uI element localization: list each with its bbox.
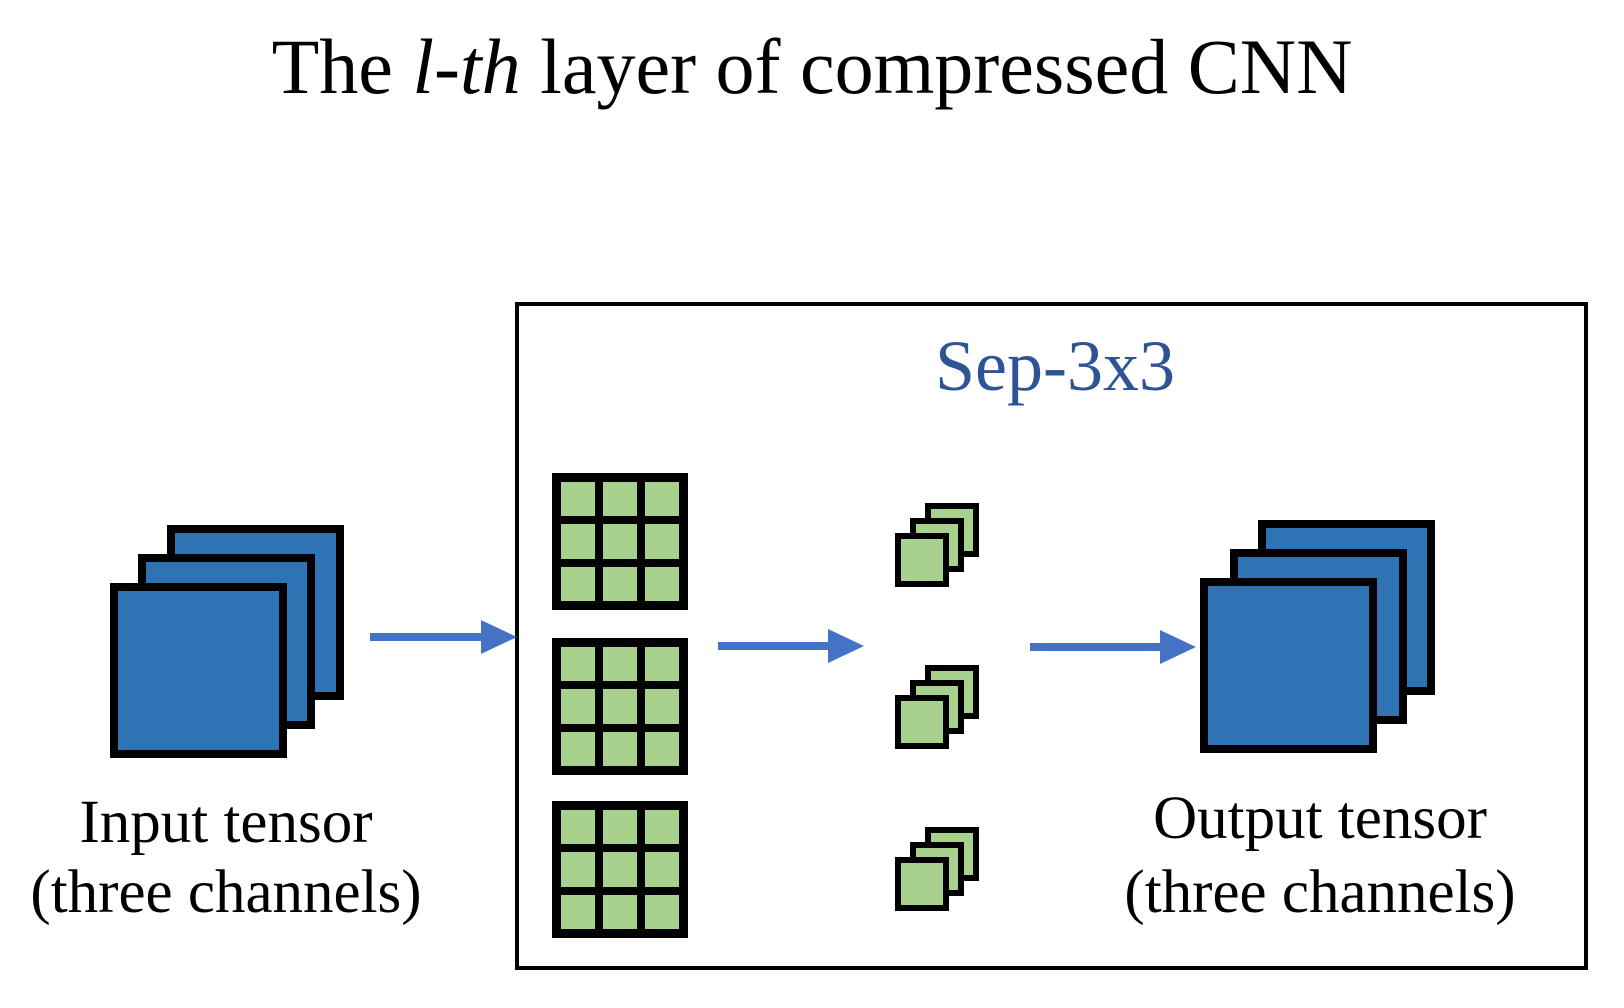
grid-cell: [561, 731, 595, 766]
grid-cell: [603, 852, 637, 887]
grid-cell: [645, 482, 679, 517]
grid-cell: [603, 647, 637, 682]
sep-3x3-label: Sep-3x3: [935, 326, 1175, 406]
grid-cell: [603, 566, 637, 601]
grid-cell: [645, 689, 679, 724]
output-tensor-label-line2: (three channels): [1124, 859, 1516, 926]
grid-cell: [645, 852, 679, 887]
grid-cell: [561, 566, 595, 601]
grid-cell: [645, 566, 679, 601]
grid-cell: [561, 810, 595, 845]
grid-cell: [603, 894, 637, 929]
grid-cell: [645, 647, 679, 682]
arrow-shaft: [370, 633, 487, 641]
arrow-head: [1160, 630, 1196, 664]
page-title: The l-th layer of compressed CNN: [0, 22, 1624, 112]
arrow-shaft: [718, 642, 834, 650]
output-tensor-channel-1: [1200, 578, 1377, 753]
grid-cell: [561, 894, 595, 929]
depthwise-filter-grid-3: [552, 801, 688, 938]
grid-cell: [603, 731, 637, 766]
grid-cell: [645, 524, 679, 559]
grid-cell: [645, 731, 679, 766]
pointwise-filter-stack-1: [895, 503, 980, 588]
grid-cell: [561, 689, 595, 724]
pointwise-square: [895, 857, 949, 911]
arrow-pointwise-to-output-icon: [1030, 630, 1196, 664]
input-tensor-label: Input tensor (three channels): [0, 788, 452, 928]
depthwise-filter-grid-2: [552, 638, 688, 775]
input-tensor-label-line1: Input tensor: [79, 789, 373, 856]
title-suffix: layer of compressed CNN: [520, 23, 1353, 110]
grid-cell: [603, 689, 637, 724]
grid-cell: [561, 524, 595, 559]
pointwise-square: [895, 533, 949, 587]
arrow-filters-to-pointwise-icon: [718, 629, 864, 663]
output-tensor-label-line1: Output tensor: [1153, 785, 1487, 852]
grid-cell: [561, 482, 595, 517]
pointwise-filter-stack-3: [895, 827, 980, 912]
grid-cell: [561, 647, 595, 682]
grid-cell: [645, 810, 679, 845]
output-tensor-label: Output tensor (three channels): [1094, 782, 1546, 930]
title-italic-term: l-th: [412, 23, 521, 110]
input-tensor-label-line2: (three channels): [30, 859, 422, 926]
arrow-head: [481, 620, 517, 654]
input-tensor-channel-1: [110, 583, 287, 758]
arrow-head: [828, 629, 864, 663]
depthwise-filter-grid-1: [552, 473, 688, 610]
pointwise-square: [895, 695, 949, 749]
arrow-input-to-filters-icon: [370, 620, 517, 654]
grid-cell: [603, 810, 637, 845]
grid-cell: [561, 852, 595, 887]
grid-cell: [645, 894, 679, 929]
arrow-shaft: [1030, 643, 1166, 651]
grid-cell: [603, 482, 637, 517]
pointwise-filter-stack-2: [895, 665, 980, 750]
grid-cell: [603, 524, 637, 559]
title-prefix: The: [271, 23, 413, 110]
sep-3x3-block-box: [515, 302, 1588, 970]
